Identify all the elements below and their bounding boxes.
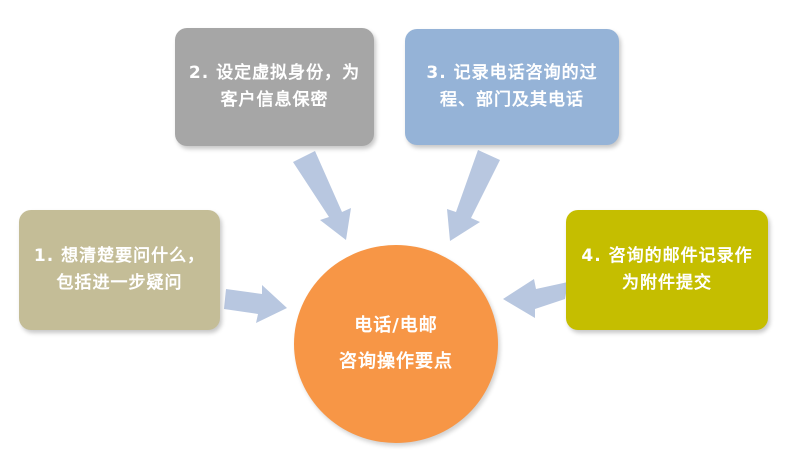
box-3-label: 3. 记录电话咨询的过 程、部门及其电话 xyxy=(426,63,598,110)
box-2-label: 2. 设定虚拟身份，为 客户信息保密 xyxy=(188,63,361,110)
center-title-line-1: 电话/电邮 xyxy=(354,315,438,336)
center-title-line-2: 咨询操作要点 xyxy=(339,351,453,372)
box-3: 3. 记录电话咨询的过 程、部门及其电话 xyxy=(405,29,619,145)
box-1-label: 1. 想清楚要问什么， 包括进一步疑问 xyxy=(33,246,206,293)
center-circle: 电话/电邮 咨询操作要点 xyxy=(294,245,498,443)
box-4: 4. 咨询的邮件记录作 为附件提交 xyxy=(566,210,768,330)
box-1: 1. 想清楚要问什么， 包括进一步疑问 xyxy=(19,210,220,330)
arrow-from-box-3 xyxy=(447,150,500,241)
arrow-from-box-4 xyxy=(503,279,568,318)
arrow-from-box-2 xyxy=(293,151,351,240)
box-2: 2. 设定虚拟身份，为 客户信息保密 xyxy=(175,28,374,146)
box-4-label: 4. 咨询的邮件记录作 为附件提交 xyxy=(581,246,753,293)
arrow-from-box-1 xyxy=(224,285,287,323)
